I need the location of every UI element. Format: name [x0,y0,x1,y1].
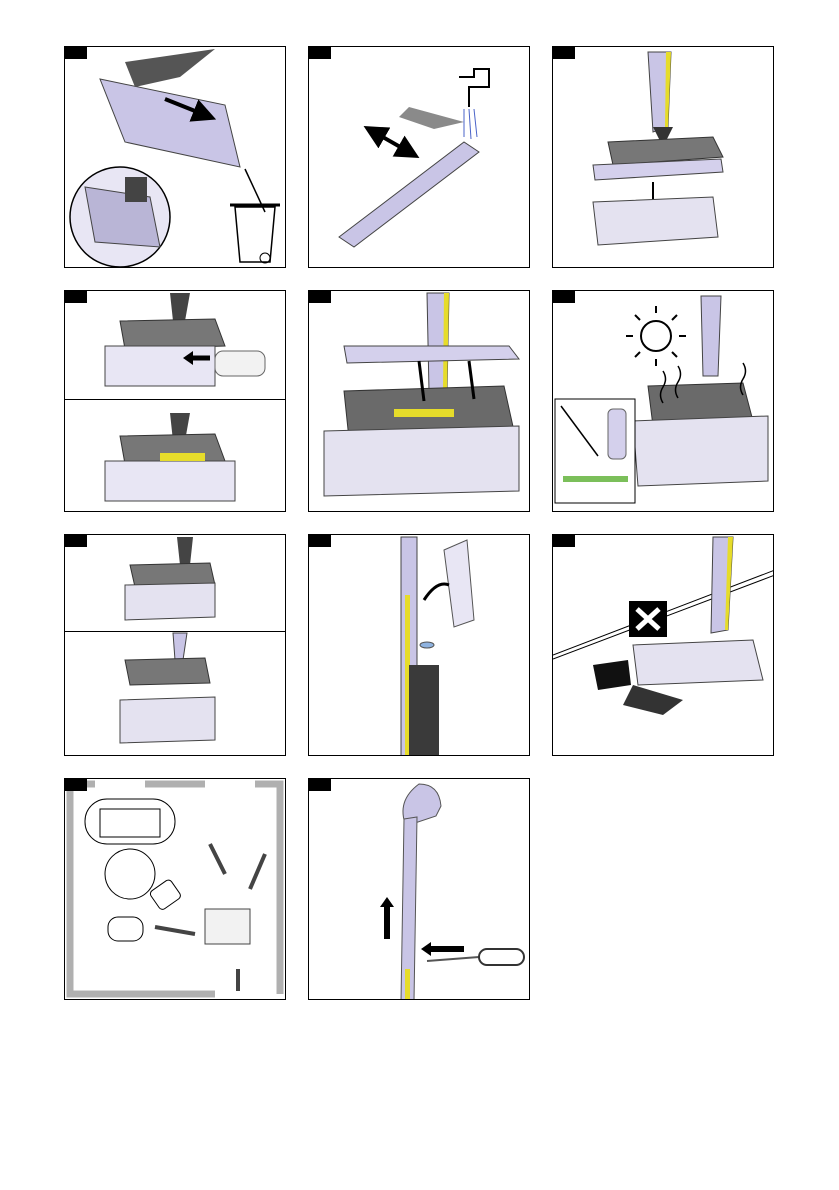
figure-4-illustration [65,291,286,512]
figure-6-illustration [553,291,774,512]
figure-6 [552,290,774,512]
figure-1-illustration [65,47,286,268]
figure-3-illustration [553,47,774,268]
figure-7-number-badge [65,535,87,547]
figure-10-illustration [65,779,286,1000]
figure-8-illustration [309,535,530,756]
figure-7 [64,534,286,756]
figure-8 [308,534,530,756]
figure-10 [64,778,286,1000]
figure-11-number-badge [309,779,331,791]
figure-10-number-badge [65,779,87,791]
figure-7-divider [65,631,285,632]
figure-11-illustration [309,779,530,1000]
figure-9-illustration [553,535,774,756]
figure-5-number-badge [309,291,331,303]
figure-9 [552,534,774,756]
figure-5-illustration [309,291,530,512]
figure-2 [308,46,530,268]
figure-11 [308,778,530,1000]
figure-1-number-badge [65,47,87,59]
figure-4 [64,290,286,512]
figure-2-number-badge [309,47,331,59]
figure-8-number-badge [309,535,331,547]
figure-5 [308,290,530,512]
figure-3 [552,46,774,268]
figure-3-number-badge [553,47,575,59]
figure-9-number-badge [553,535,575,547]
figure-4-divider [65,399,285,400]
figure-6-number-badge [553,291,575,303]
figure-7-illustration [65,535,286,756]
figure-4-number-badge [65,291,87,303]
figure-2-illustration [309,47,530,268]
figure-1 [64,46,286,268]
